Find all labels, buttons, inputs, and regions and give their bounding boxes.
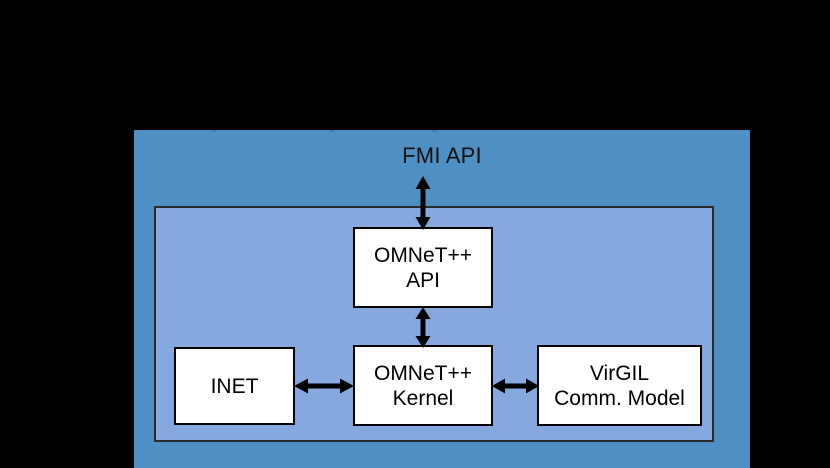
box-inet-label: INET <box>210 374 259 398</box>
arrow-fmi-to-omnet-api-icon <box>410 176 436 230</box>
clipped-text-mark <box>330 130 335 132</box>
arrow-inet-to-kernel-icon <box>294 374 354 398</box>
box-omnet-api[interactable]: OMNeT++ API <box>353 227 493 308</box>
box-virgil-comm-model-label: VirGIL Comm. Model <box>554 361 685 410</box>
clipped-text-mark <box>432 130 437 132</box>
box-omnet-kernel[interactable]: OMNeT++ Kernel <box>353 345 493 426</box>
arrow-kernel-to-virgil-icon <box>492 374 539 398</box>
arrow-omnet-api-to-kernel-icon <box>410 307 436 348</box>
box-omnet-api-label: OMNeT++ API <box>373 243 473 292</box>
clipped-text-mark <box>212 130 216 132</box>
box-virgil-comm-model[interactable]: VirGIL Comm. Model <box>537 345 702 426</box>
box-omnet-kernel-label: OMNeT++ Kernel <box>373 361 473 410</box>
fmi-api-label: FMI API <box>402 143 482 168</box>
box-inet[interactable]: INET <box>174 347 295 425</box>
